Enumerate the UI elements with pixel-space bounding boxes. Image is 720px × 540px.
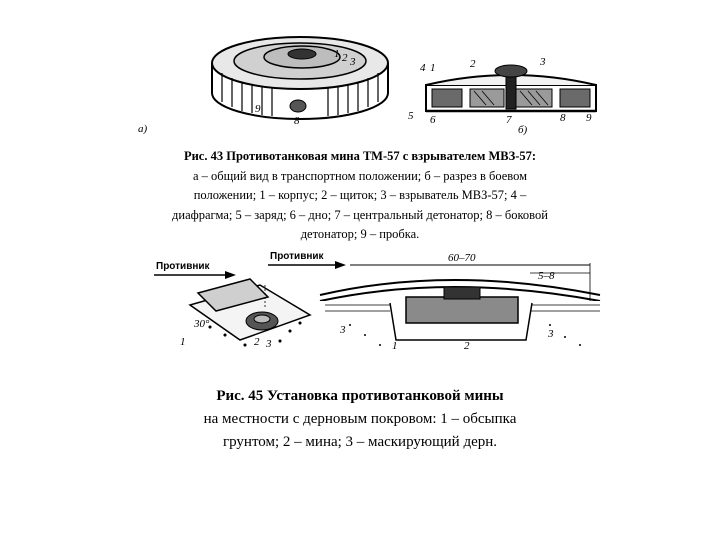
mine-cross-section: 4 1 2 3 5 6 7 8 9 б)	[408, 56, 597, 136]
fig43-b-label-6: 6	[430, 114, 436, 126]
fig43-b-label-4: 4	[420, 62, 426, 74]
installation-perspective-view: Противник 30° 1 2 3	[154, 261, 312, 350]
fig45-dimension-small: 5–8	[538, 270, 555, 282]
fig45-right-arrow-text: Противник	[270, 251, 325, 262]
fig43-b-label-5: 5	[408, 110, 414, 122]
figure-43-caption-line-4: детонатор; 9 – пробка.	[300, 227, 420, 241]
fig43-part-b-label: б)	[518, 124, 528, 136]
figure-43-caption-title: Рис. 43 Противотанковая мина ТМ-57 с взр…	[183, 149, 537, 163]
figure-43-caption-line-3: диафрагма; 5 – заряд; 6 – дно; 7 – центр…	[172, 207, 548, 222]
mine-general-view: 1 2 3 9 8 а)	[138, 36, 389, 135]
figure-45-drawing: Противник 30° 1 2 3 Противник 60–70 5–8	[154, 251, 601, 357]
fig45-dimension-main: 60–70	[448, 252, 476, 264]
fig45-right-label-2: 2	[464, 340, 470, 352]
fig43-part-a-label: а)	[138, 123, 148, 135]
figure-45-illustration: Противник 30° 1 2 3 Противник 60–70 5–8	[150, 245, 610, 357]
fig43-b-label-3: 3	[539, 56, 546, 68]
figure-43-caption-line-1: а – общий вид в транспортном положении; …	[192, 168, 528, 183]
figure-45-caption-line-2: грунтом; 2 – мина; 3 – маскирующий дерн.	[222, 434, 498, 450]
fig45-right-label-3b: 3	[547, 328, 554, 340]
figure-43-caption: Рис. 43 Противотанковая мина ТМ-57 с взр…	[0, 147, 720, 245]
fig45-left-label-3: 3	[265, 338, 272, 350]
fig43-a-label-3: 3	[349, 56, 356, 68]
figure-45-caption-title: Рис. 45 Установка противотанковой мины	[216, 388, 504, 404]
fig45-right-label-1: 1	[392, 340, 398, 352]
installation-cross-section: Противник 60–70 5–8 3 1 2	[268, 251, 601, 357]
figure-43-caption-line-2: положении; 1 – корпус; 2 – щиток; 3 – вз…	[193, 188, 527, 202]
fig45-left-label-1: 1	[180, 336, 186, 348]
fig43-b-label-7: 7	[506, 114, 512, 126]
fig43-b-label-8: 8	[560, 112, 566, 124]
figure-43-drawing: 1 2 3 9 8 а) 4 1 2	[138, 36, 597, 136]
fig45-right-label-3a: 3	[339, 324, 346, 336]
fig43-b-label-9: 9	[586, 112, 592, 124]
fig43-a-label-9: 9	[255, 103, 261, 115]
figure-45-caption: Рис. 45 Установка противотанковой мины н…	[0, 385, 720, 454]
fig45-left-label-2: 2	[254, 336, 260, 348]
fig45-left-arrow-text: Противник	[156, 261, 211, 272]
fig43-b-label-1: 1	[430, 62, 436, 74]
fig43-a-label-8: 8	[294, 115, 300, 127]
fig43-a-label-2: 2	[342, 52, 348, 64]
figure-45-caption-line-1: на местности с дерновым покровом: 1 – об…	[203, 411, 517, 427]
fig45-left-angle-label: 30°	[193, 318, 210, 330]
fig43-b-label-2: 2	[470, 58, 476, 70]
figure-43-illustration: 1 2 3 9 8 а) 4 1 2	[130, 5, 610, 137]
fig43-a-label-1: 1	[334, 48, 340, 60]
